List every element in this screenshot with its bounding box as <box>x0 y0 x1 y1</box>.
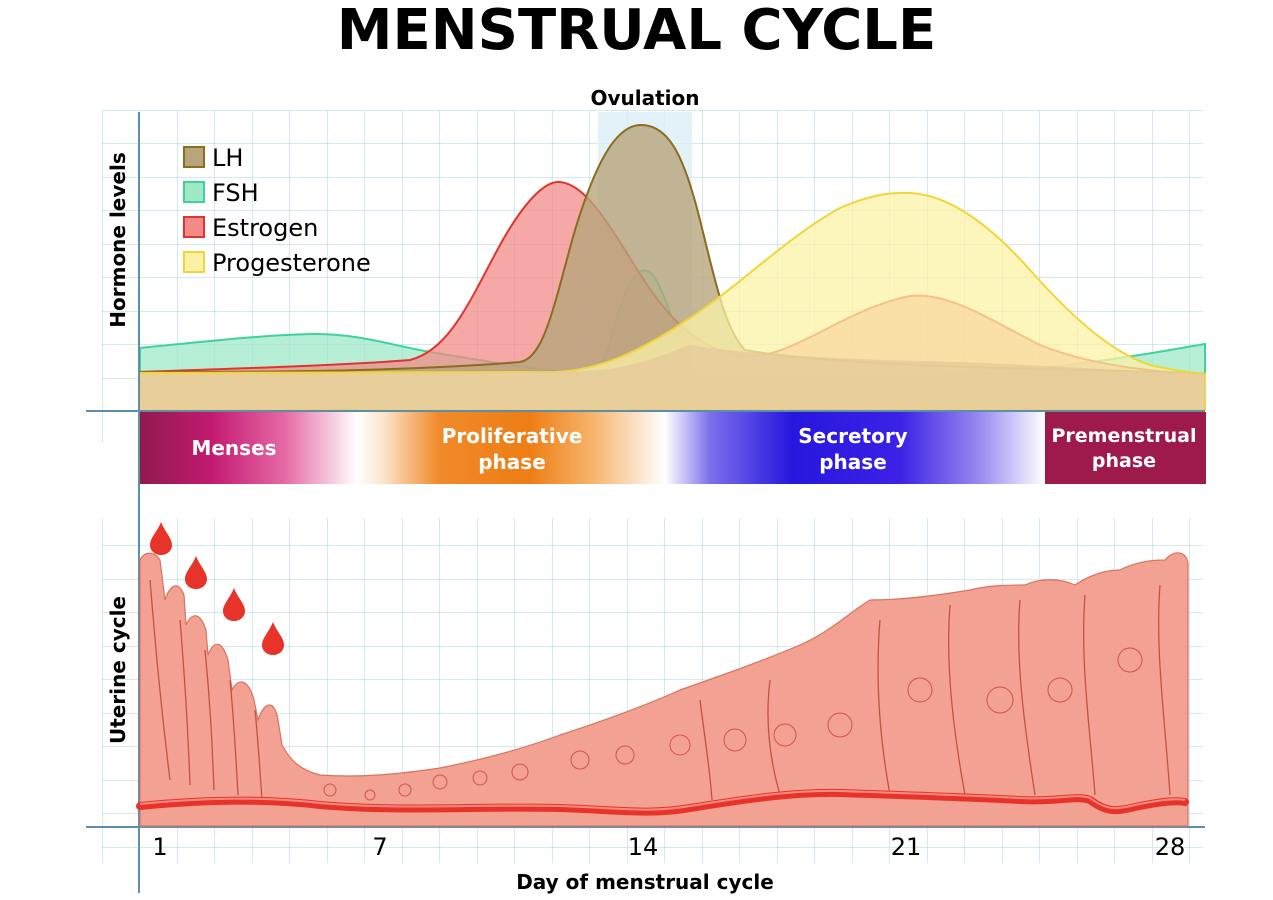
blood-vessel-highlight <box>139 789 1186 811</box>
hormone-baseline <box>140 345 1205 410</box>
blood-drops <box>150 522 284 655</box>
legend-label-lh: LH <box>212 144 243 172</box>
phase-secretory-line1: Secretory <box>798 424 907 448</box>
x-tick: 7 <box>372 833 387 861</box>
legend-swatch-lh <box>183 146 205 168</box>
ovulation-label: Ovulation <box>590 86 699 110</box>
x-tick: 21 <box>891 833 922 861</box>
legend-label-fsh: FSH <box>212 179 259 207</box>
phase-premenstrual-line2: phase <box>1092 450 1156 472</box>
spiral-arteries <box>323 647 1143 801</box>
glands <box>149 579 1171 801</box>
legend-swatch-fsh <box>183 181 205 203</box>
phase-secretory-line2: phase <box>819 450 887 474</box>
blood-drop-icon <box>150 522 172 555</box>
blood-vessel <box>136 788 1189 816</box>
legend-label-progesterone: Progesterone <box>212 249 371 277</box>
blood-drop-icon <box>262 622 284 655</box>
page-title: MENSTRUAL CYCLE <box>336 0 937 63</box>
legend-label-estrogen: Estrogen <box>212 214 318 242</box>
x-ticks: 1 7 14 21 28 <box>152 833 1185 861</box>
blood-drop-icon <box>185 556 207 589</box>
endometrium-tissue <box>139 552 1189 827</box>
hormone-ylabel: Hormone levels <box>106 152 130 327</box>
x-tick: 28 <box>1155 833 1186 861</box>
phase-menses: Menses <box>191 436 276 460</box>
phase-proliferative: Proliferative phase <box>442 424 583 474</box>
phase-premenstrual: Premenstrual phase <box>1051 425 1196 472</box>
phase-proliferative-line1: Proliferative <box>442 424 583 448</box>
uterine-ylabel: Uterine cycle <box>106 596 130 744</box>
legend-swatch-estrogen <box>183 216 205 238</box>
blood-drop-icon <box>223 588 245 621</box>
uterine-lining <box>136 552 1189 827</box>
phase-proliferative-line2: phase <box>478 450 546 474</box>
hormone-curves <box>139 123 1206 411</box>
x-tick: 1 <box>152 833 167 861</box>
phase-premenstrual-line1: Premenstrual <box>1051 425 1196 447</box>
phase-secretory: Secretory phase <box>798 424 907 474</box>
legend-swatch-progesterone <box>183 251 205 273</box>
phase-gradient <box>140 412 1045 484</box>
x-axis-label: Day of menstrual cycle <box>516 870 774 894</box>
x-tick: 14 <box>628 833 659 861</box>
phase-band: Menses Proliferative phase Secretory pha… <box>140 412 1206 484</box>
legend: LH FSH Estrogen Progesterone <box>183 144 371 277</box>
premenstrual-block <box>1045 412 1206 484</box>
